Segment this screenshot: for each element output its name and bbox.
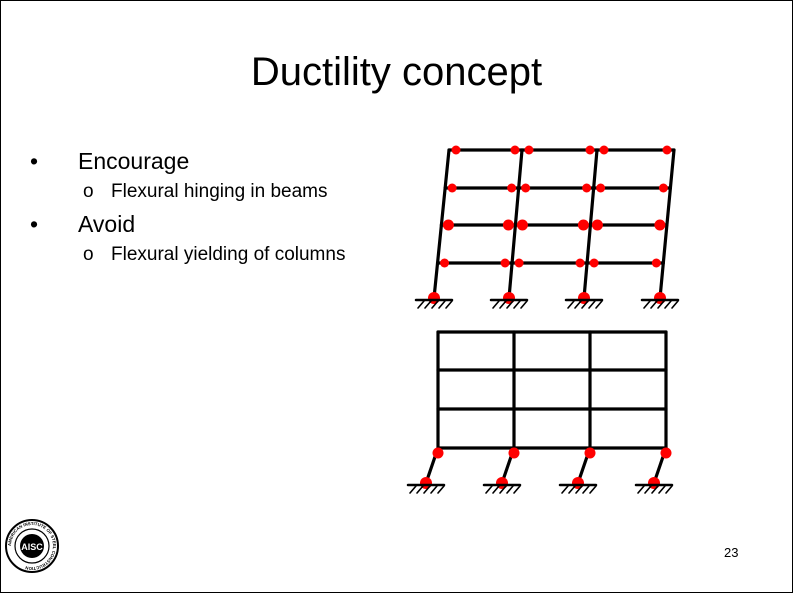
support-hatch xyxy=(506,300,514,309)
support-hatch xyxy=(438,300,446,309)
support-hatch xyxy=(644,485,652,494)
support-hatch xyxy=(568,485,576,494)
plastic-hinge xyxy=(442,219,454,231)
logo-initials: AISC xyxy=(21,542,43,552)
plastic-hinge xyxy=(521,183,531,193)
plastic-hinge xyxy=(432,447,444,459)
plastic-hinge xyxy=(500,258,510,268)
plastic-hinge xyxy=(658,183,668,193)
sub-bullet-item: o Flexural yielding of columns xyxy=(28,242,358,267)
support-hatch xyxy=(416,485,424,494)
support-hatch xyxy=(664,300,672,309)
support-hatch xyxy=(589,485,597,494)
plastic-hinge xyxy=(507,183,517,193)
support-hatch xyxy=(575,485,583,494)
bullet-label: Encourage xyxy=(78,148,190,174)
support-hatch xyxy=(588,300,596,309)
bullet-item-encourage: • Encourage xyxy=(28,148,358,175)
support-hatch xyxy=(561,485,569,494)
support-hatch xyxy=(520,300,528,309)
plastic-hinge xyxy=(575,258,585,268)
plastic-hinge xyxy=(440,258,450,268)
support-hatch xyxy=(665,485,673,494)
support-hatch xyxy=(409,485,417,494)
plastic-hinge xyxy=(660,447,672,459)
plastic-hinge xyxy=(662,145,672,155)
page-number: 23 xyxy=(724,545,739,560)
support-hatch xyxy=(424,300,432,309)
support-hatch xyxy=(423,485,431,494)
support-hatch xyxy=(643,300,651,309)
plastic-hinge xyxy=(510,145,520,155)
support-hatch xyxy=(637,485,645,494)
support-hatch xyxy=(499,300,507,309)
bullet-symbol: • xyxy=(30,148,39,174)
support-hatch xyxy=(437,485,445,494)
plastic-hinge xyxy=(585,145,595,155)
bullet-item-avoid: • Avoid xyxy=(28,211,358,238)
bullet-symbol: • xyxy=(30,211,39,237)
support-hatch xyxy=(506,485,514,494)
sub-bullet-label: Flexural hinging in beams xyxy=(111,181,328,202)
support-hatch xyxy=(513,485,521,494)
plastic-hinge xyxy=(589,258,599,268)
plastic-hinge xyxy=(508,447,520,459)
slide-title: Ductility concept xyxy=(250,50,543,94)
sub-bullet-symbol: o xyxy=(83,244,94,265)
support-hatch xyxy=(582,485,590,494)
bullet-label: Avoid xyxy=(78,211,136,237)
plastic-hinge xyxy=(447,183,457,193)
plastic-hinge xyxy=(516,219,528,231)
support-hatch xyxy=(431,300,439,309)
plastic-hinge xyxy=(591,219,603,231)
support-hatch xyxy=(671,300,679,309)
support-hatch xyxy=(657,300,665,309)
support-hatch xyxy=(581,300,589,309)
sub-bullet-item: o Flexural hinging in beams xyxy=(28,179,358,204)
support-hatch xyxy=(651,485,659,494)
support-hatch xyxy=(567,300,575,309)
support-hatch xyxy=(658,485,666,494)
plastic-hinge xyxy=(451,145,461,155)
plastic-hinge xyxy=(514,258,524,268)
support-hatch xyxy=(492,485,500,494)
plastic-hinge xyxy=(584,447,596,459)
plastic-hinge xyxy=(524,145,534,155)
plastic-hinge xyxy=(651,258,661,268)
plastic-hinge xyxy=(654,219,666,231)
sub-bullet-label: Flexural yielding of columns xyxy=(111,244,346,265)
support-hatch xyxy=(513,300,521,309)
support-hatch xyxy=(595,300,603,309)
sub-bullet-symbol: o xyxy=(83,181,94,202)
support-hatch xyxy=(445,300,453,309)
support-hatch xyxy=(430,485,438,494)
bullet-list: • Encourage o Flexural hinging in beams … xyxy=(28,148,358,274)
column-yielding-frame xyxy=(406,330,674,494)
plastic-hinge xyxy=(502,219,514,231)
support-hatch xyxy=(417,300,425,309)
plastic-hinge xyxy=(582,183,592,193)
support-hatch xyxy=(485,485,493,494)
support-hatch xyxy=(650,300,658,309)
support-hatch xyxy=(574,300,582,309)
plastic-hinge xyxy=(599,145,609,155)
aisc-seal-logo-icon: AMERICAN INSTITUTE OF STEEL CONSTRUCTION… xyxy=(5,519,59,573)
beam-hinging-frame xyxy=(414,145,680,309)
plastic-hinge xyxy=(596,183,606,193)
support-hatch xyxy=(499,485,507,494)
plastic-hinge xyxy=(577,219,589,231)
support-hatch xyxy=(492,300,500,309)
